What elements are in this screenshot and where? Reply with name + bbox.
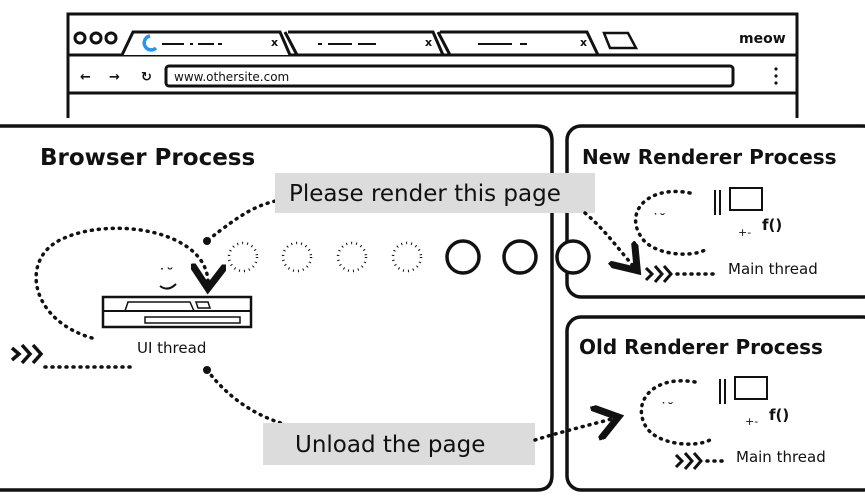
svg-text:+-: +- [745, 415, 758, 428]
unload-message-label-bg [263, 423, 535, 465]
pending-message-circle [391, 241, 423, 273]
back-icon[interactable]: ← [80, 70, 91, 85]
address-bar[interactable] [164, 64, 735, 88]
pending-message-circle [336, 241, 368, 273]
new-tab-button[interactable] [602, 31, 639, 50]
ui-thread-label: UI thread [137, 339, 206, 357]
tab[interactable] [283, 30, 445, 56]
old-renderer-title: Old Renderer Process [579, 335, 823, 359]
tab-close-icon[interactable]: x [580, 36, 587, 49]
ui-thread-character: ˙˘ [10, 226, 253, 369]
old-renderer-process-box [565, 315, 865, 492]
window-controls-icon[interactable] [73, 31, 118, 45]
book-icon [729, 187, 763, 211]
new-renderer-title: New Renderer Process [582, 145, 837, 169]
svg-text:˙˘: ˙˘ [660, 401, 674, 417]
render-message: Please render this page [289, 181, 561, 207]
old-renderer-main-thread-character: ˙˘ +- f() [639, 376, 789, 470]
menu-icon[interactable] [774, 67, 778, 85]
tab-close-icon[interactable]: x [425, 36, 432, 49]
message-circle [445, 239, 481, 275]
old-renderer-main-thread-label: Main thread [736, 448, 826, 466]
browser-process-box [0, 124, 554, 492]
address-bar-url: www.othersite.com [174, 70, 289, 84]
message-circle [502, 239, 538, 275]
loading-spinner-icon [142, 34, 158, 52]
book-icon [734, 376, 768, 400]
svg-text:˙˘: ˙˘ [158, 265, 174, 284]
new-renderer-main-thread-character: ˙˘ +- f() [633, 187, 782, 283]
tab-close-icon[interactable]: x [271, 36, 278, 49]
mini-browser-icon [101, 295, 253, 329]
function-icon: f() [769, 406, 789, 424]
message-circles [227, 239, 591, 275]
browser-window: x x x meow ← → ↻ www.othersite.com [66, 12, 799, 118]
new-renderer-main-thread-label: Main thread [728, 260, 818, 278]
browser-process-title: Browser Process [40, 145, 255, 171]
render-message-label-bg [275, 173, 595, 213]
pending-message-circle [281, 241, 313, 273]
message-circle [555, 239, 591, 275]
unload-message: Unload the page [295, 432, 485, 458]
svg-text:˙˘: ˙˘ [652, 212, 666, 228]
reload-icon[interactable]: ↻ [141, 70, 152, 85]
forward-icon[interactable]: → [109, 70, 120, 85]
pending-message-circle [227, 241, 259, 273]
brand-label: meow [739, 31, 786, 47]
tab[interactable] [436, 30, 600, 56]
svg-text:+-: +- [738, 226, 751, 239]
function-icon: f() [762, 216, 782, 234]
